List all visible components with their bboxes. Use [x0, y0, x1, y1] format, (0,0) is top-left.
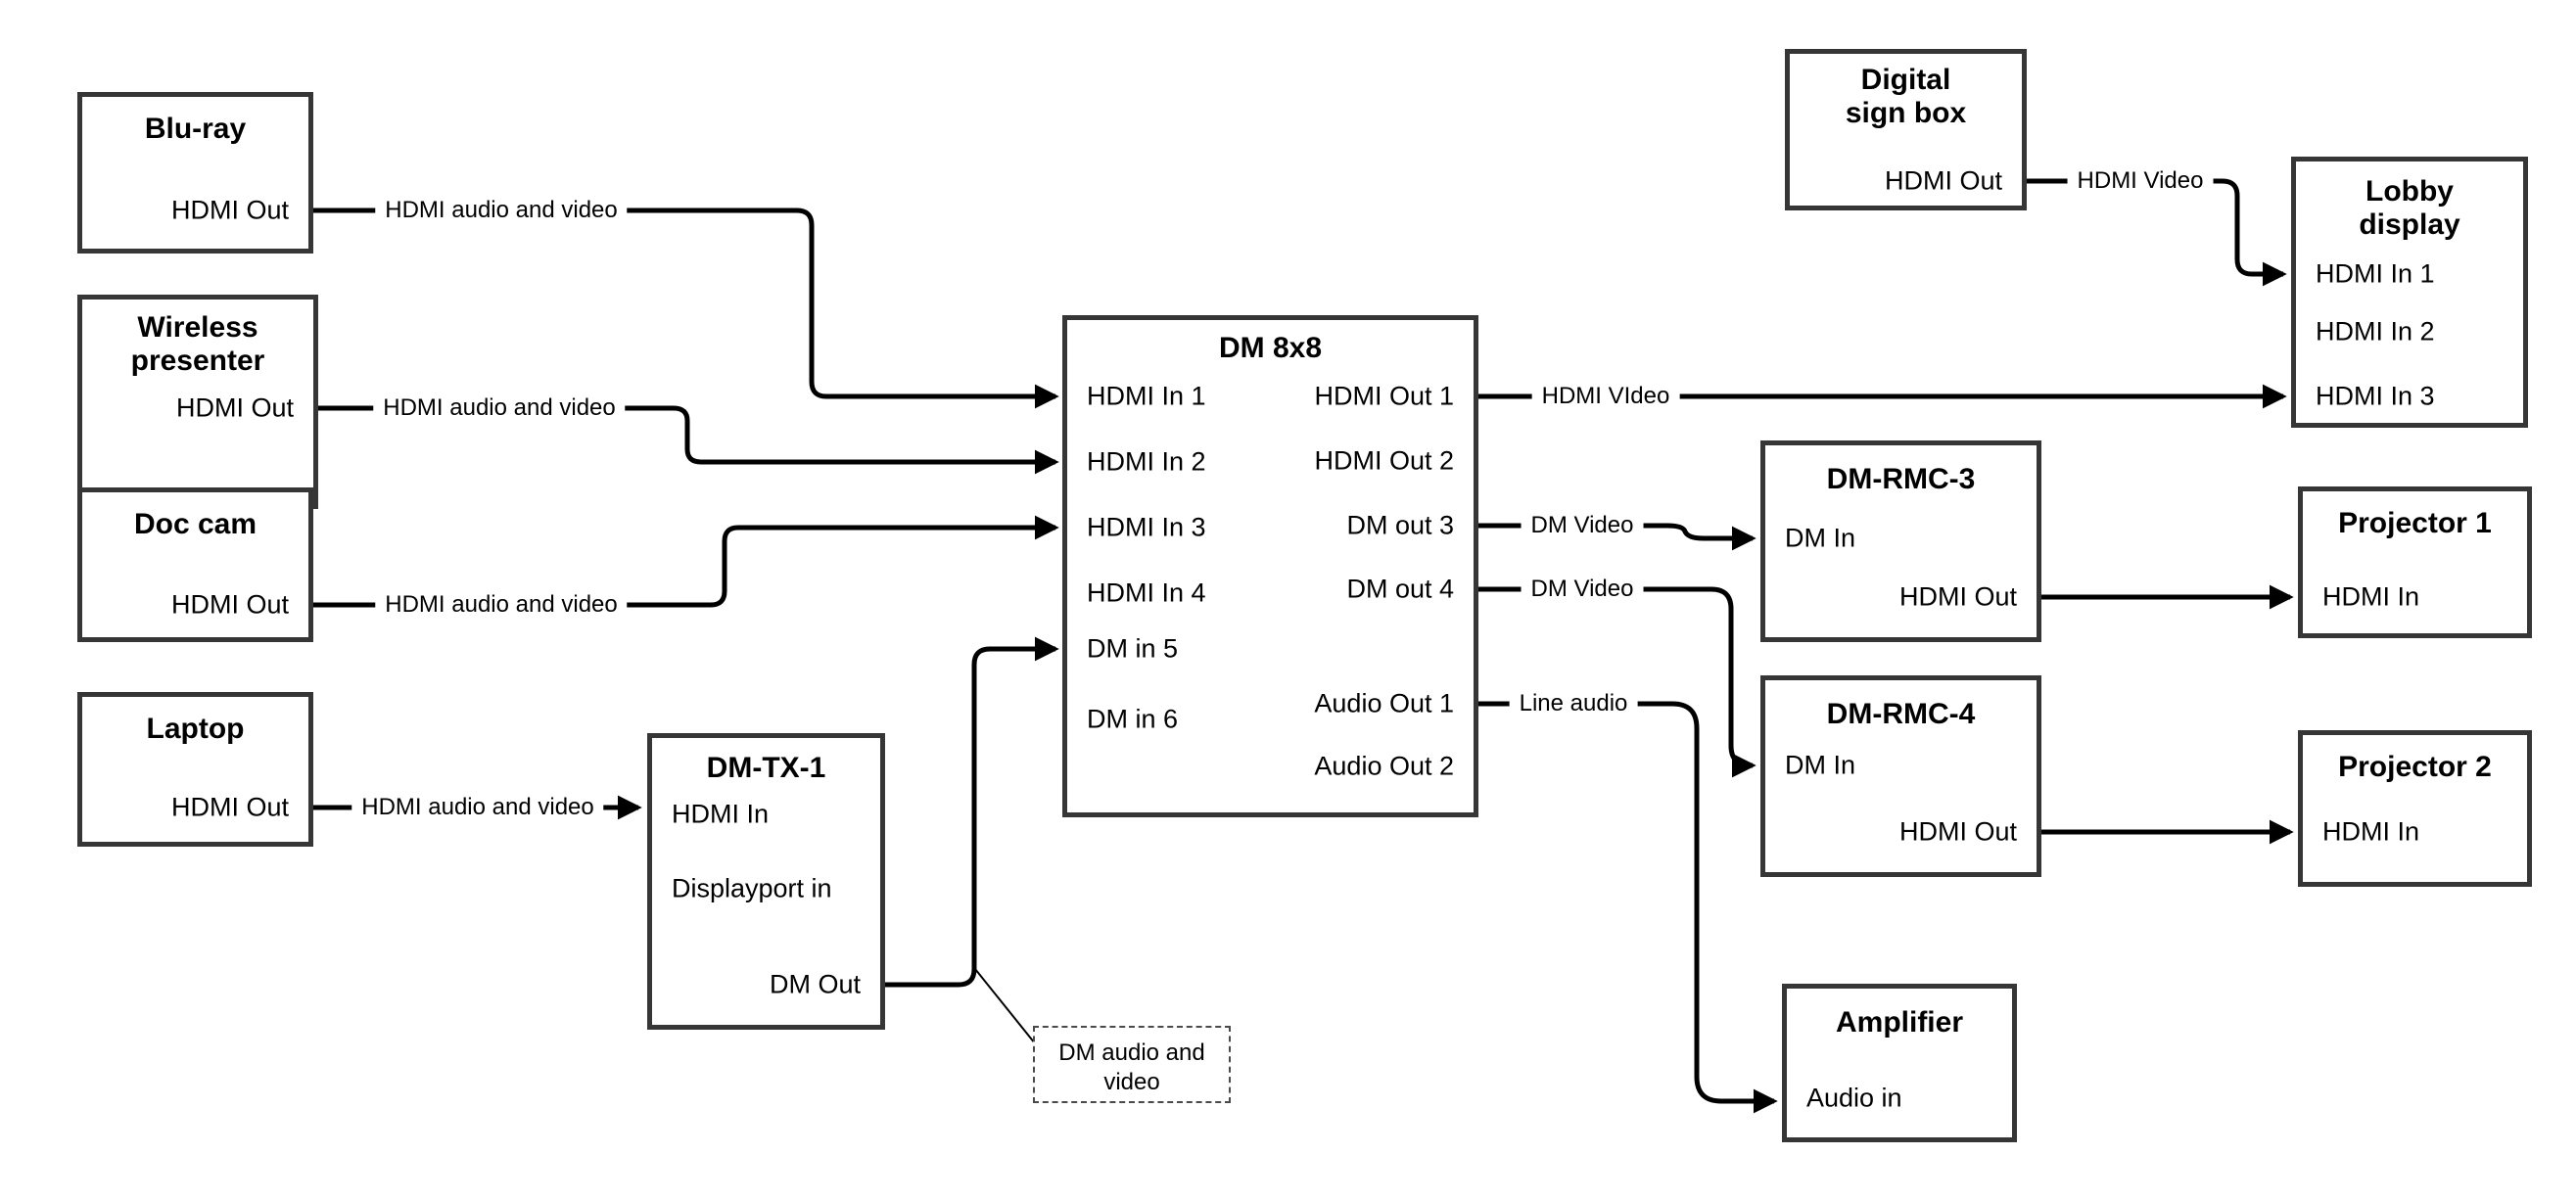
note-leader-line	[974, 968, 1036, 1044]
node-title: DM 8x8	[1218, 332, 1323, 364]
port-hdmi-out-2: HDMI Out 2	[1314, 445, 1454, 476]
port-dm-out-4: DM out 4	[1346, 574, 1454, 604]
node-digital-sign-box: Digital sign box HDMI Out	[1785, 49, 2027, 210]
node-title: Amplifier	[1835, 1006, 1964, 1039]
port-hdmi-in-2: HDMI In 2	[2316, 316, 2435, 346]
port-hdmi-out: HDMI Out	[175, 393, 294, 423]
port-hdmi-out: HDMI Out	[1884, 165, 2002, 196]
edge-wireless-to-dm8x8-in2	[318, 405, 1059, 475]
edge-label-dm-video-out4: DM Video	[1521, 575, 1644, 604]
node-dm-8x8: DM 8x8 HDMI In 1 HDMI In 2 HDMI In 3 HDM…	[1062, 315, 1478, 817]
node-projector-2: Projector 2 HDMI In	[2298, 730, 2532, 887]
node-title: DM-RMC-4	[1826, 698, 1976, 730]
node-dm-rmc-4: DM-RMC-4 DM In HDMI Out	[1760, 675, 2041, 877]
node-dm-tx-1: DM-TX-1 HDMI In Displayport in DM Out	[647, 733, 885, 1030]
node-amplifier: Amplifier Audio in	[1782, 984, 2017, 1142]
node-title: Blu-ray	[144, 113, 247, 145]
edge-label-dm-video-out3: DM Video	[1521, 511, 1644, 540]
edge-label-doccam: HDMI audio and video	[375, 590, 628, 620]
edge-bluray-to-dm8x8-in1	[313, 208, 1059, 409]
node-doc-cam: Doc cam HDMI Out	[77, 487, 313, 642]
edge-doccam-to-dm8x8-in3	[313, 515, 1059, 608]
note-text: DM audio and video	[1058, 1039, 1205, 1095]
edge-dm8x8-out4-to-dmrmc4	[1478, 586, 1756, 778]
edge-label-line-audio: Line audio	[1509, 689, 1638, 718]
port-dm-in-6: DM in 6	[1087, 704, 1179, 734]
node-title: Digital sign box	[1845, 64, 1967, 130]
edge-label-bluray: HDMI audio and video	[375, 196, 628, 225]
node-title: Lobby display	[2359, 175, 2460, 242]
edge-label-hdmi-video-digisign: HDMI Video	[2067, 166, 2214, 196]
port-audio-out-1: Audio Out 1	[1314, 688, 1454, 718]
port-hdmi-in: HDMI In	[2322, 581, 2420, 612]
note-dm-audio-and-video: DM audio and video	[1033, 1026, 1231, 1103]
port-displayport-in: Displayport in	[672, 873, 832, 903]
port-hdmi-out-1: HDMI Out 1	[1314, 381, 1454, 411]
port-hdmi-in: HDMI In	[672, 799, 770, 829]
edge-dmtx1-to-dm8x8-in5	[885, 636, 1059, 988]
port-hdmi-out: HDMI Out	[1898, 816, 2017, 847]
port-hdmi-in-1: HDMI In 1	[2316, 258, 2435, 289]
node-title: Wireless presenter	[130, 311, 265, 378]
node-title: Projector 1	[2338, 507, 2492, 539]
edge-label-laptop: HDMI audio and video	[351, 793, 604, 822]
node-projector-1: Projector 1 HDMI In	[2298, 486, 2532, 638]
node-lobby-display: Lobby display HDMI In 1 HDMI In 2 HDMI I…	[2291, 157, 2528, 428]
node-wireless-presenter: Wireless presenter HDMI Out	[77, 295, 318, 509]
edge-dm8x8-audio1-to-amp	[1478, 701, 1778, 1114]
port-dm-in: DM In	[1785, 523, 1856, 553]
node-title: DM-TX-1	[706, 752, 826, 784]
port-hdmi-out: HDMI Out	[170, 195, 289, 225]
port-hdmi-in-4: HDMI In 4	[1087, 577, 1206, 608]
port-hdmi-in-3: HDMI In 3	[2316, 381, 2435, 411]
port-hdmi-in-3: HDMI In 3	[1087, 512, 1206, 542]
port-dm-in-5: DM in 5	[1087, 633, 1179, 664]
node-title: DM-RMC-3	[1826, 463, 1976, 495]
edge-dm8x8-out3-to-dmrmc3	[1478, 523, 1756, 551]
edge-digisign-to-lobby-in1	[2027, 178, 2287, 287]
port-audio-out-2: Audio Out 2	[1314, 751, 1454, 781]
port-hdmi-out: HDMI Out	[170, 792, 289, 822]
port-audio-in: Audio in	[1806, 1083, 1902, 1113]
node-title: Doc cam	[133, 508, 258, 540]
node-bluray: Blu-ray HDMI Out	[77, 92, 313, 254]
port-dm-out: DM Out	[769, 969, 861, 999]
port-hdmi-in-1: HDMI In 1	[1087, 381, 1206, 411]
port-dm-out-3: DM out 3	[1346, 510, 1454, 540]
node-laptop: Laptop HDMI Out	[77, 692, 313, 847]
port-hdmi-out: HDMI Out	[170, 589, 289, 620]
node-title: Projector 2	[2338, 751, 2492, 783]
node-dm-rmc-3: DM-RMC-3 DM In HDMI Out	[1760, 440, 2041, 642]
port-hdmi-in: HDMI In	[2322, 816, 2420, 847]
port-hdmi-out: HDMI Out	[1898, 581, 2017, 612]
port-hdmi-in-2: HDMI In 2	[1087, 446, 1206, 477]
node-title: Laptop	[146, 713, 245, 745]
edge-label-wireless: HDMI audio and video	[373, 393, 626, 423]
port-dm-in: DM In	[1785, 750, 1856, 780]
edge-label-hdmi-video-out1: HDMI VIdeo	[1531, 382, 1680, 411]
